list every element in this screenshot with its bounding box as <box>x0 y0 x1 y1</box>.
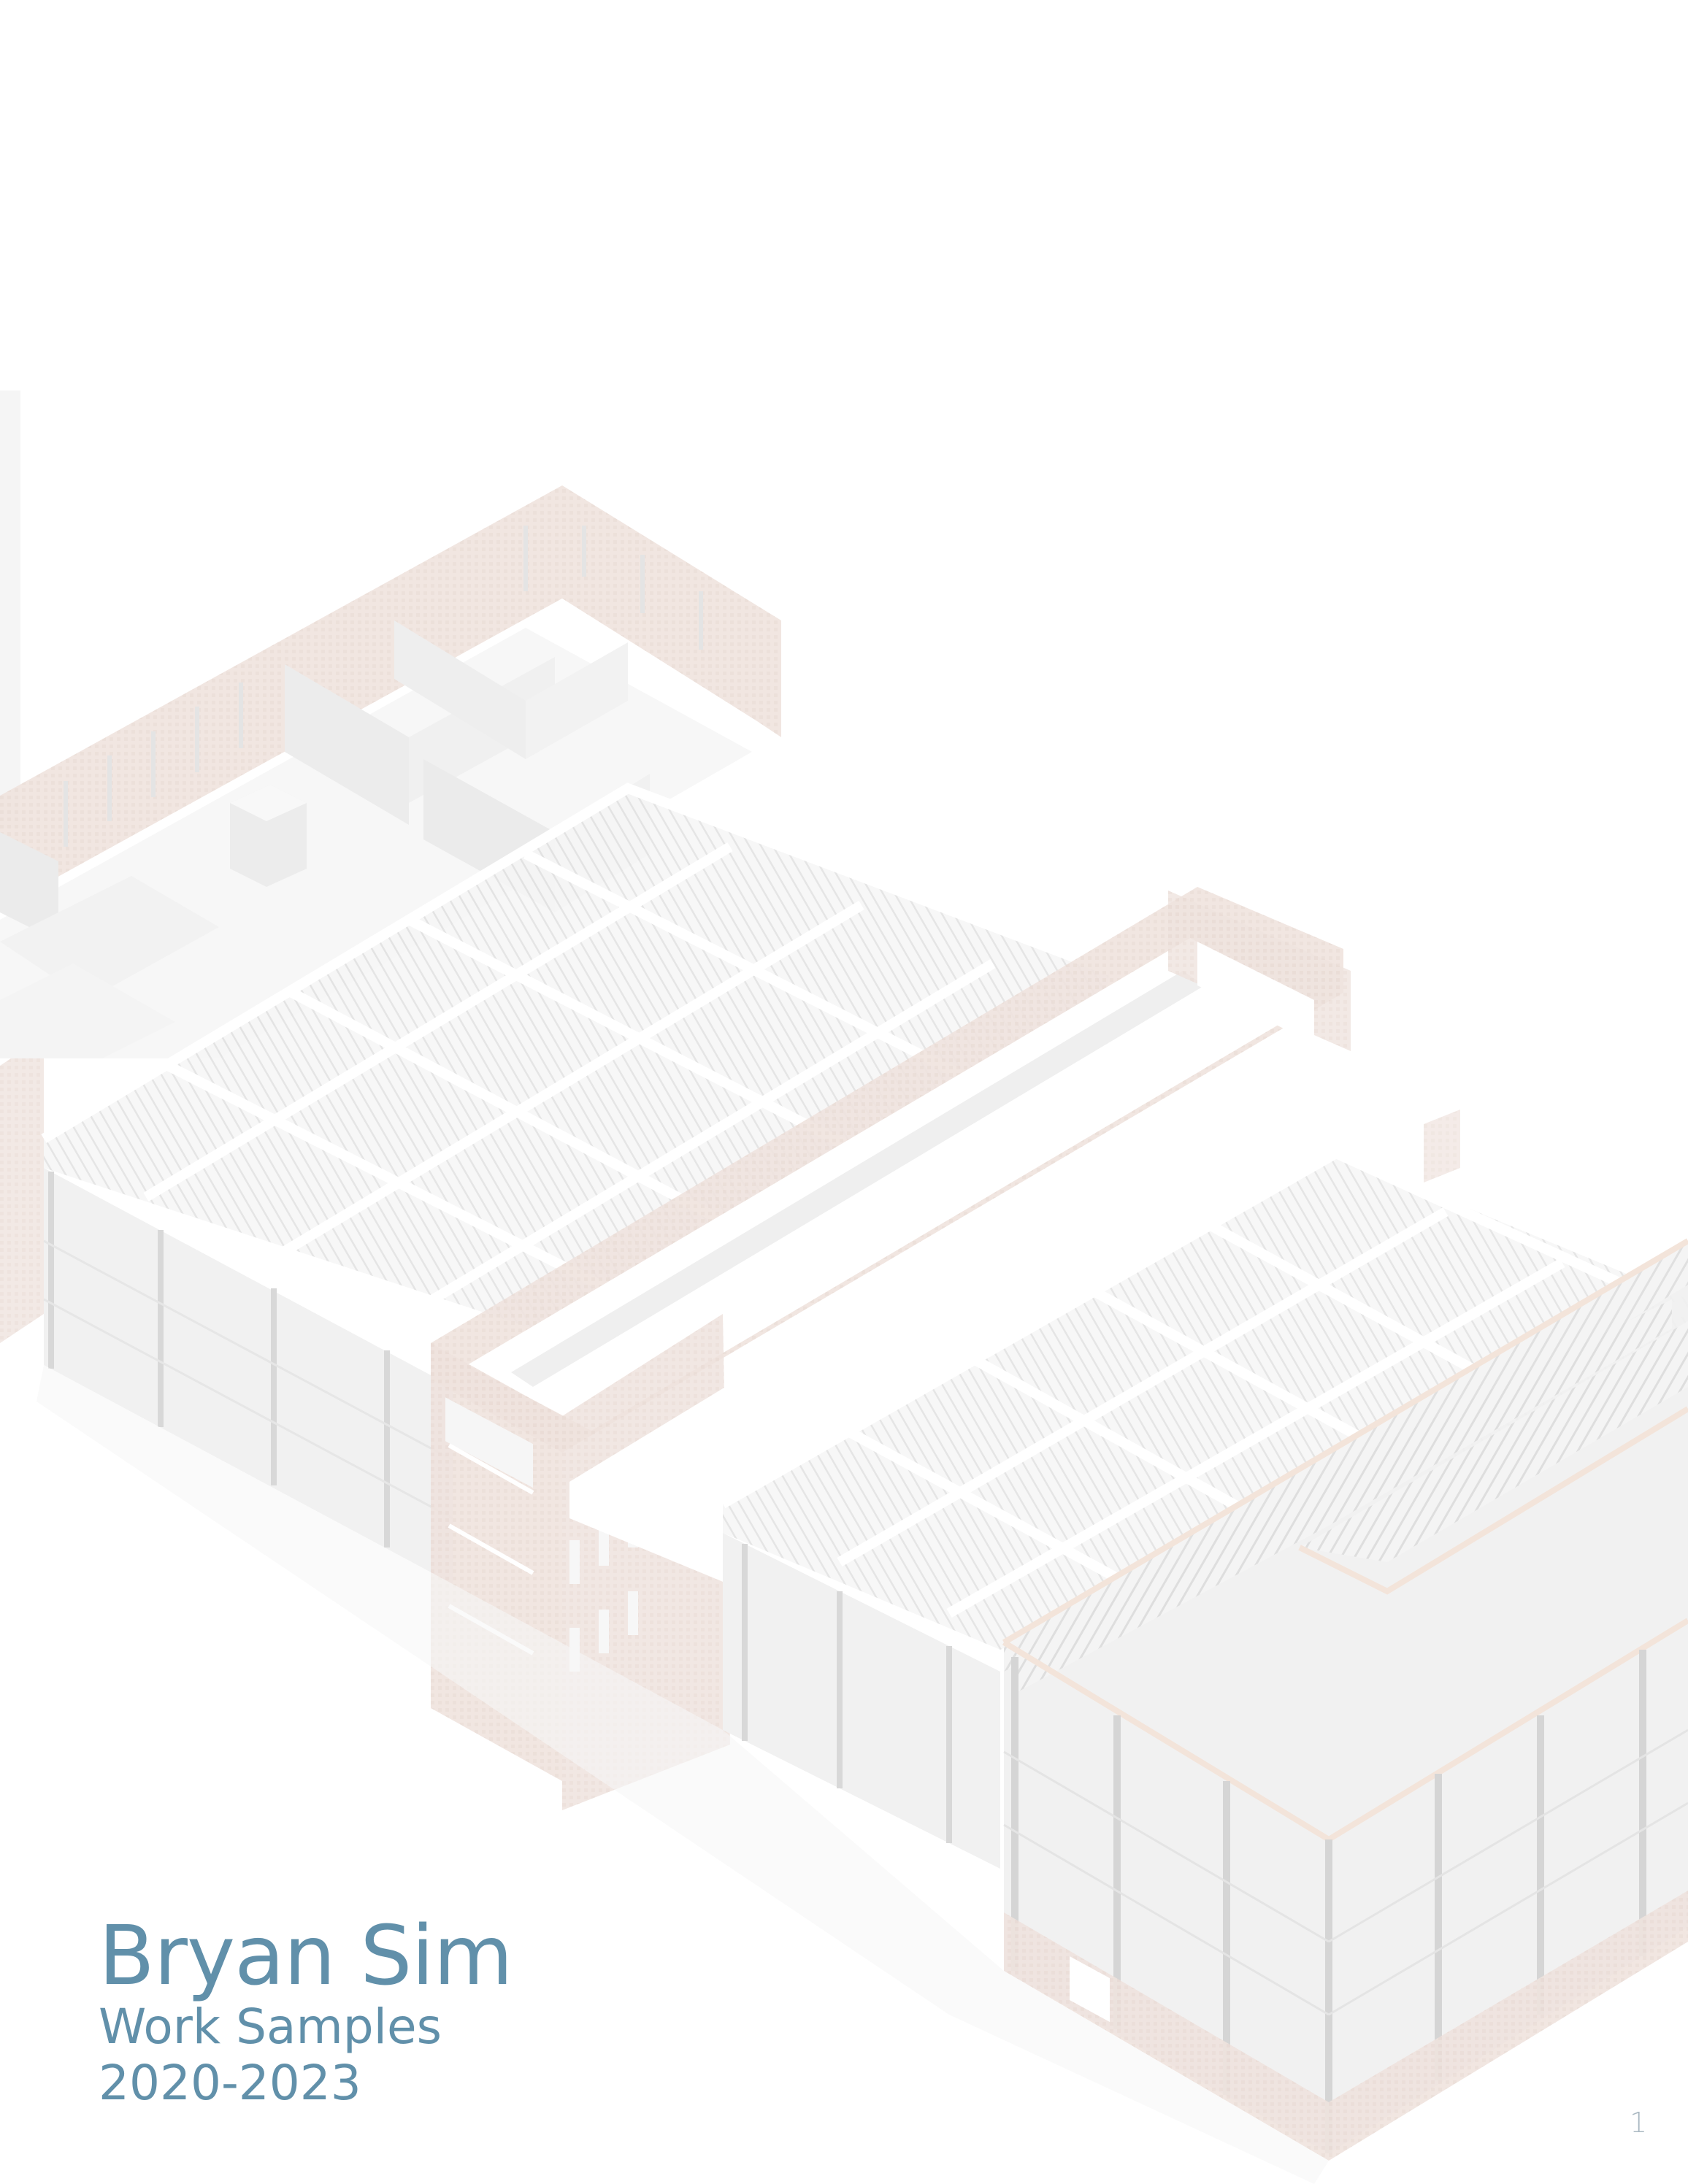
right-timber-hall <box>720 1147 1688 1869</box>
left-edge-fragment <box>0 391 44 1343</box>
cover-title-block: Bryan Sim Work Samples 2020-2023 <box>99 1912 513 2112</box>
office-wing <box>0 485 781 1058</box>
cover-years: 2020-2023 <box>99 2055 361 2111</box>
glass-timber-block <box>1002 1238 1688 2161</box>
cover-subtitle: Work Samples <box>99 1999 442 2055</box>
page-number: 1 <box>1630 2107 1648 2139</box>
author-name: Bryan Sim <box>99 1909 513 2004</box>
